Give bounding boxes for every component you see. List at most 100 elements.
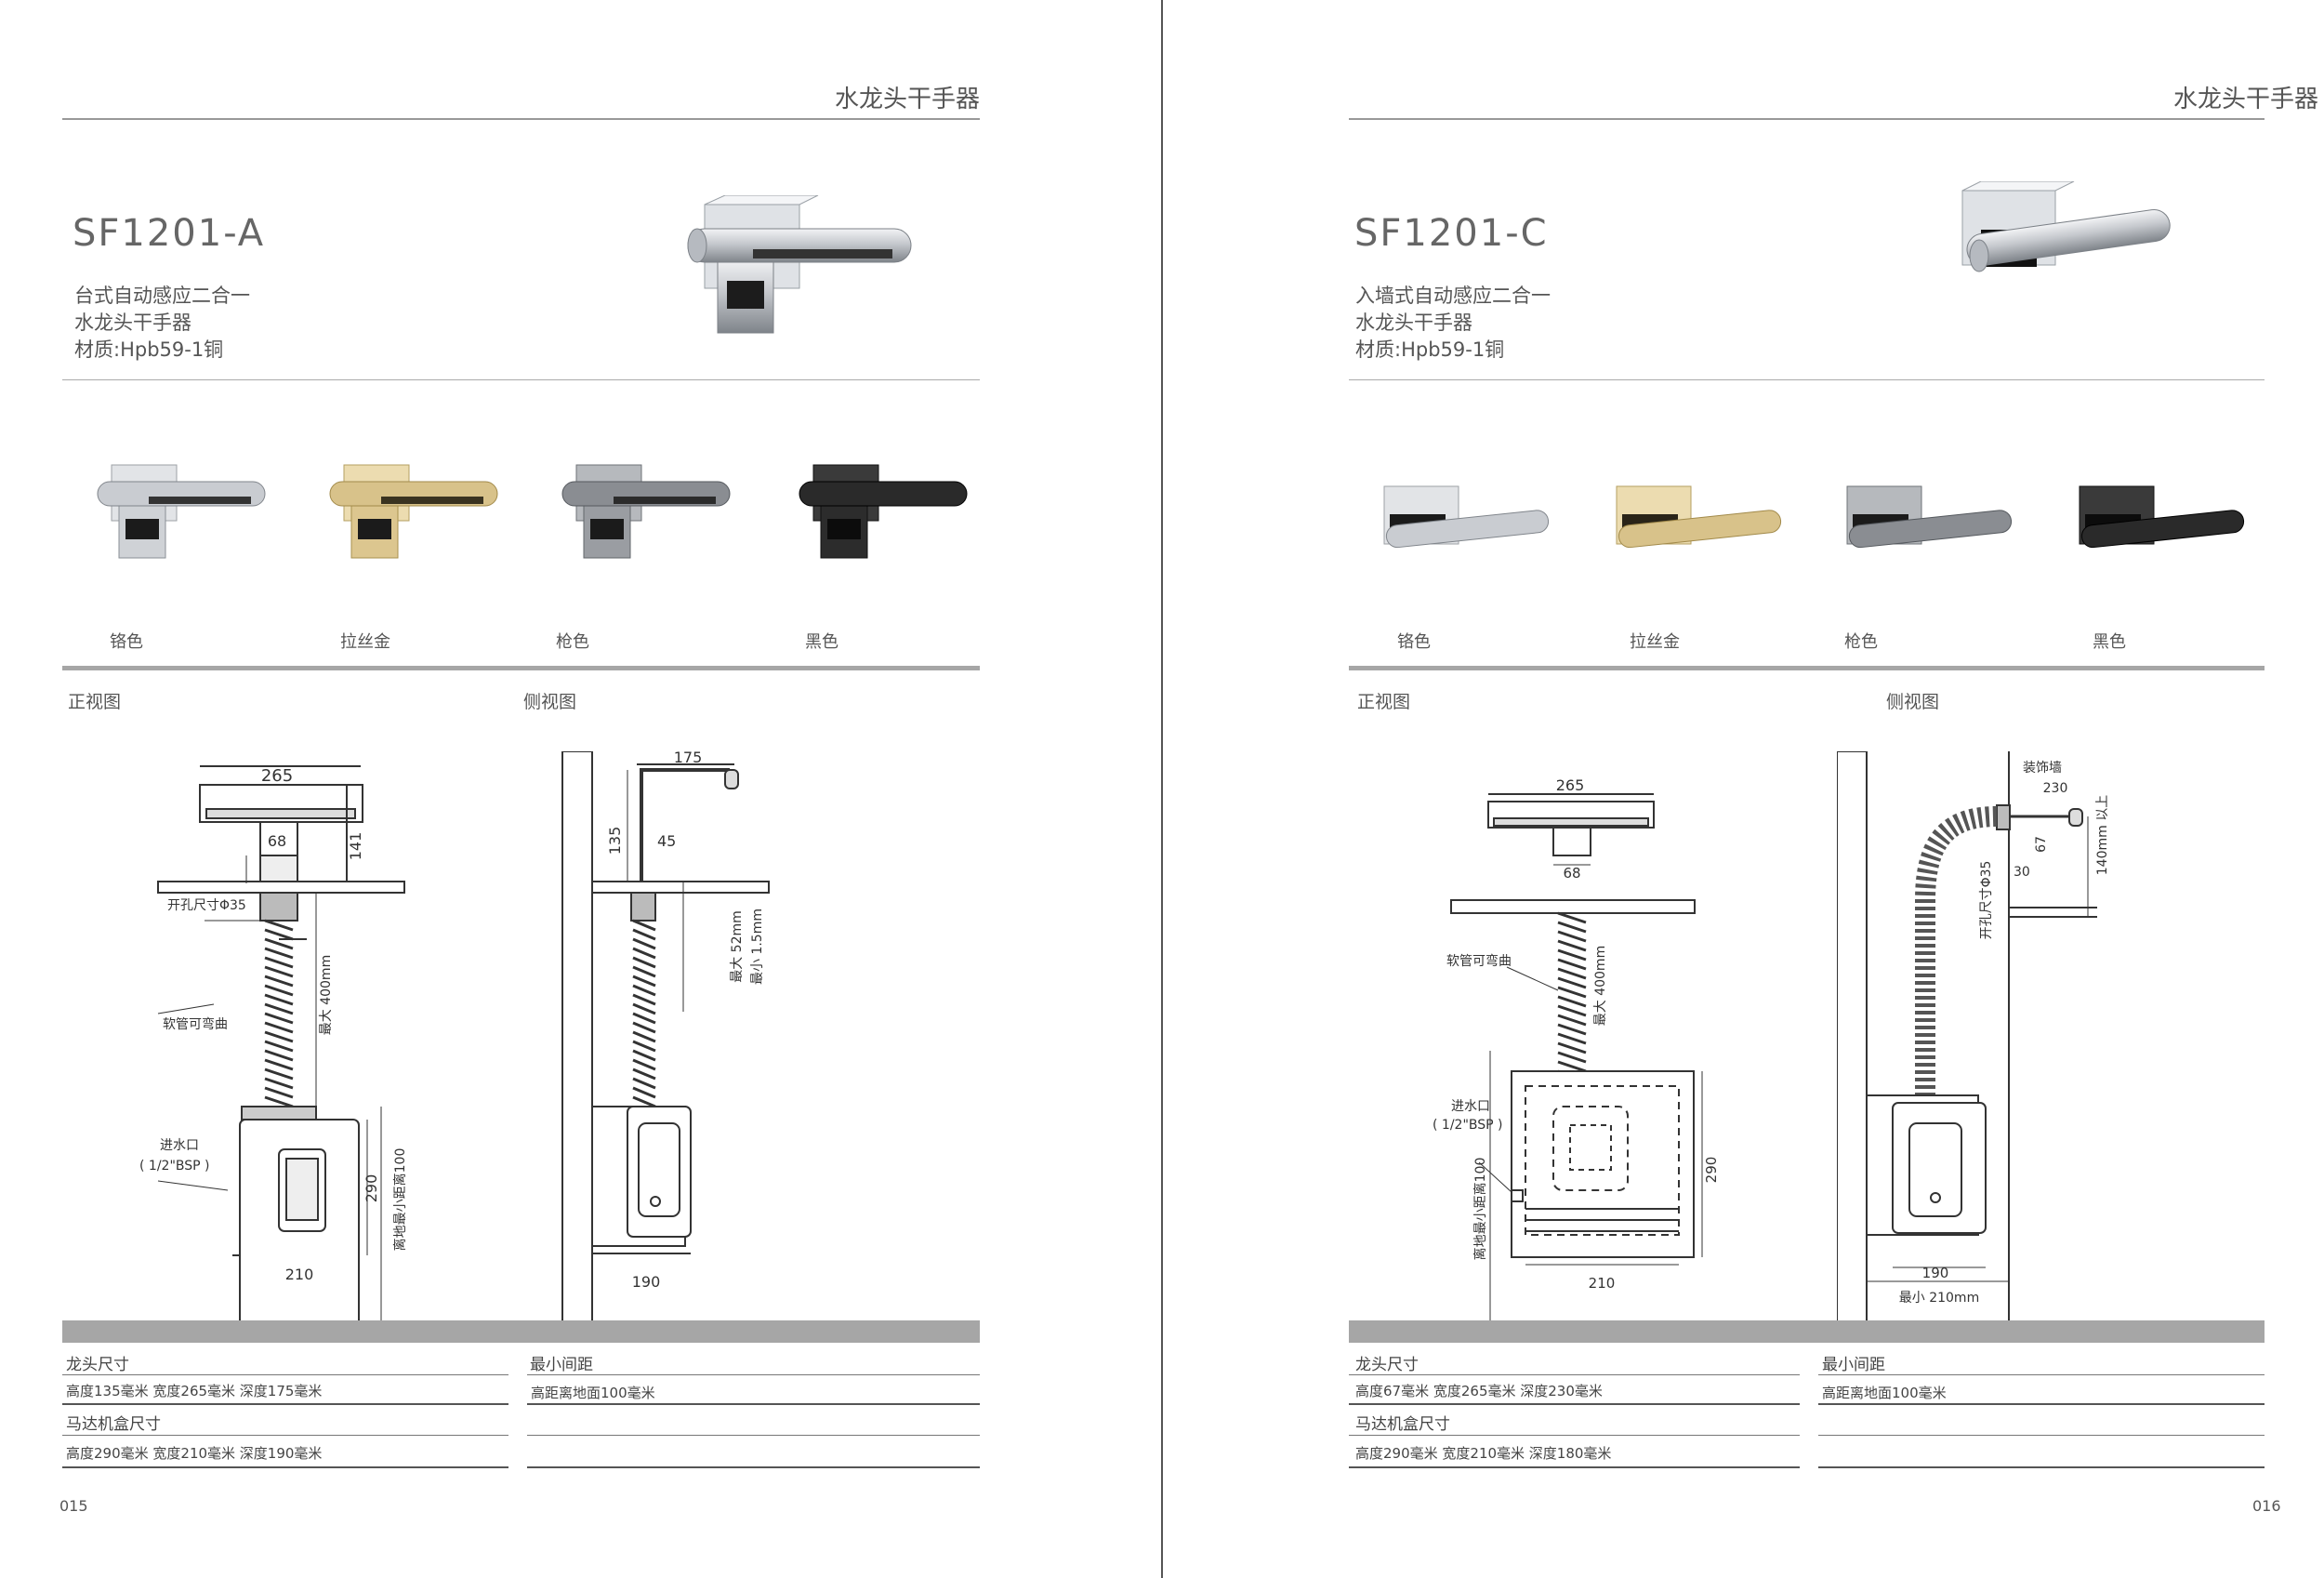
spec-rule bbox=[62, 1374, 508, 1375]
front-view-label: 正视图 bbox=[1357, 692, 1411, 712]
variant-label-chrome: 铬色 bbox=[1397, 632, 1431, 652]
dim-box-depth: 190 bbox=[632, 1273, 661, 1291]
variant-label-chrome: 铬色 bbox=[110, 632, 143, 652]
variant-label-gold: 拉丝金 bbox=[1630, 632, 1680, 652]
spec-rule bbox=[1818, 1435, 2265, 1436]
variant-gunmetal-image bbox=[561, 464, 731, 559]
side-view-label: 侧视图 bbox=[1886, 692, 1940, 712]
spec-rule bbox=[527, 1466, 980, 1468]
desc-line: 材质:Hpb59-1铜 bbox=[74, 338, 224, 361]
label-wall: 装饰墙 bbox=[2023, 761, 2062, 776]
dim-floor-min: 离地最小距离100 bbox=[392, 1148, 408, 1252]
section-rule bbox=[62, 379, 980, 380]
side-view-drawing: 装饰墙 230 67 30 开孔尺寸Φ35 140mm 以上 190 最小 21… bbox=[1837, 751, 2110, 1328]
page-header-title: 水龙头干手器 bbox=[2172, 86, 2318, 113]
variant-label-gunmetal: 枪色 bbox=[556, 632, 589, 652]
spec-rule bbox=[527, 1403, 980, 1405]
dim-hole: 开孔尺寸Φ35 bbox=[167, 898, 246, 913]
floor-band bbox=[62, 1320, 980, 1343]
variant-chrome-image bbox=[1383, 485, 1550, 549]
dim-box-height: 290 bbox=[363, 1174, 380, 1203]
book-spine bbox=[1161, 0, 1163, 1578]
note-hose: 软管可弯曲 bbox=[163, 1016, 228, 1032]
page-right: 水龙头干手器 SF1201-C 入墙式自动感应二合一 水龙头干手器 材质:Hpb… bbox=[1163, 0, 2324, 1578]
page-number: 016 bbox=[2252, 1497, 2281, 1515]
dim-box-depth: 190 bbox=[1922, 1265, 1949, 1281]
page-header-title: 水龙头干手器 bbox=[834, 86, 980, 113]
side-view-drawing: 175 135 45 最大 52mm 最小 1.5mm 190 bbox=[561, 751, 770, 1328]
variant-black-image bbox=[2079, 485, 2245, 549]
desc-line: 水龙头干手器 bbox=[1355, 312, 1472, 334]
desc-line: 水龙头干手器 bbox=[74, 312, 191, 334]
spec-rule bbox=[1349, 1435, 1800, 1436]
front-view-drawing: 265 68 软管可弯曲 最大 400mm 进水口 ( 1/2"BSP ) 29… bbox=[1433, 776, 1720, 1330]
spec-rule bbox=[1818, 1403, 2265, 1405]
dim-base-width: 68 bbox=[268, 832, 286, 850]
dim-neck: 45 bbox=[657, 832, 676, 850]
spec-min-gap-value: 高距离地面100毫米 bbox=[531, 1385, 655, 1401]
section-rule-thick bbox=[1349, 666, 2265, 670]
note-inlet: 进水口 bbox=[1451, 1099, 1490, 1114]
dim-box-width: 210 bbox=[1589, 1275, 1616, 1292]
dim-box-height: 290 bbox=[1703, 1157, 1720, 1184]
dim-above: 140mm 以上 bbox=[2095, 795, 2110, 875]
dim-hose-max: 最大 400mm bbox=[1593, 946, 1608, 1026]
spec-rule bbox=[62, 1435, 508, 1436]
desc-line: 入墙式自动感应二合一 bbox=[1355, 285, 1551, 307]
product-hero-image bbox=[1961, 181, 2171, 272]
spec-tap-size-title: 龙头尺寸 bbox=[66, 1356, 129, 1374]
dim-base-width: 68 bbox=[1563, 865, 1580, 882]
spec-rule bbox=[1349, 1466, 1800, 1468]
dim-deck-max: 最大 52mm bbox=[730, 910, 745, 983]
page-left: 水龙头干手器 SF1201-A 台式自动感应二合一 水龙头干手器 材质:Hpb5… bbox=[0, 0, 1161, 1578]
product-hero-image bbox=[687, 195, 912, 334]
note-inlet: 进水口 bbox=[160, 1138, 199, 1153]
spec-motor-box-value: 高度290毫米 宽度210毫米 深度190毫米 bbox=[66, 1445, 323, 1462]
desc-line: 材质:Hpb59-1铜 bbox=[1355, 338, 1505, 361]
dim-width-top: 265 bbox=[261, 766, 293, 786]
dim-step: 30 bbox=[2014, 865, 2030, 880]
model-name: SF1201-C bbox=[1354, 212, 1549, 255]
dim-height-spout: 141 bbox=[347, 832, 364, 861]
dim-height: 135 bbox=[606, 827, 624, 855]
spec-rule bbox=[527, 1374, 980, 1375]
header-rule bbox=[62, 118, 980, 120]
variant-label-black: 黑色 bbox=[2093, 632, 2126, 652]
dim-hole: 开孔尺寸Φ35 bbox=[1979, 861, 1994, 940]
note-inlet-spec: ( 1/2"BSP ) bbox=[1433, 1118, 1502, 1133]
variant-label-gunmetal: 枪色 bbox=[1844, 632, 1878, 652]
floor-band bbox=[1349, 1320, 2265, 1343]
spec-motor-box-title: 马达机盒尺寸 bbox=[1355, 1415, 1450, 1434]
dim-depth: 230 bbox=[2043, 781, 2068, 796]
section-rule bbox=[1349, 379, 2265, 380]
dim-height: 67 bbox=[2034, 836, 2049, 853]
section-rule-thick bbox=[62, 666, 980, 670]
spec-rule bbox=[62, 1466, 508, 1468]
variant-gold-image bbox=[329, 464, 498, 559]
dim-box-width: 210 bbox=[285, 1266, 314, 1283]
model-name: SF1201-A bbox=[73, 212, 266, 255]
variant-black-image bbox=[799, 464, 968, 559]
note-inlet-spec: ( 1/2"BSP ) bbox=[139, 1159, 209, 1174]
spec-rule bbox=[1818, 1374, 2265, 1375]
dim-floor-min: 离地最小距离100 bbox=[1472, 1158, 1488, 1261]
spec-min-gap-title: 最小间距 bbox=[1822, 1356, 1885, 1374]
spec-rule bbox=[1818, 1466, 2265, 1468]
header-rule bbox=[1349, 118, 2265, 120]
dim-min-depth: 最小 210mm bbox=[1899, 1291, 1979, 1306]
spec-rule bbox=[527, 1435, 980, 1436]
spec-min-gap-title: 最小间距 bbox=[530, 1356, 593, 1374]
product-description: 入墙式自动感应二合一 水龙头干手器 材质:Hpb59-1铜 bbox=[1355, 283, 1551, 364]
spec-motor-box-title: 马达机盒尺寸 bbox=[66, 1415, 161, 1434]
spec-tap-size-value: 高度67毫米 宽度265毫米 深度230毫米 bbox=[1355, 1383, 1603, 1399]
variant-label-gold: 拉丝金 bbox=[340, 632, 390, 652]
variant-gunmetal-image bbox=[1846, 485, 2013, 549]
dim-width-top: 265 bbox=[1556, 776, 1585, 794]
front-view-label: 正视图 bbox=[68, 692, 122, 712]
dim-hose-max: 最大 400mm bbox=[319, 955, 334, 1035]
side-view-label: 侧视图 bbox=[523, 692, 577, 712]
desc-line: 台式自动感应二合一 bbox=[74, 285, 250, 307]
spec-motor-box-value: 高度290毫米 宽度210毫米 深度180毫米 bbox=[1355, 1445, 1612, 1462]
dim-deck-min: 最小 1.5mm bbox=[750, 908, 765, 985]
spec-rule bbox=[1349, 1374, 1800, 1375]
